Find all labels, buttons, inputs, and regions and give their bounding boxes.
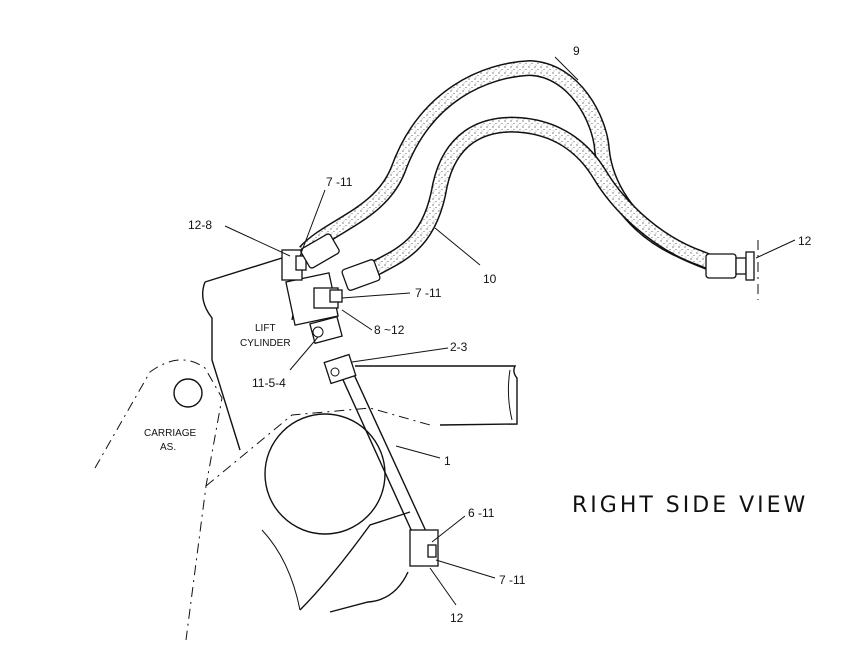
upper-fittings <box>281 249 343 345</box>
callout-9: 9 <box>573 44 580 58</box>
carriage-label-line2: AS. <box>160 442 176 453</box>
callout-6-11: 6 -11 <box>468 506 495 520</box>
hose-10 <box>341 116 721 291</box>
callout-7-11-bottom: 7 -11 <box>499 573 526 587</box>
hose-10-end-fitting <box>341 259 381 291</box>
carriage-assembly <box>94 359 431 641</box>
callout-11-5-4: 11-5-4 <box>252 376 286 390</box>
callout-10: 10 <box>483 272 497 286</box>
right-hose-ferrule <box>705 253 737 279</box>
lift-cylinder-label-line2: CYLINDER <box>240 338 291 349</box>
callout-12-8: 12-8 <box>188 218 212 232</box>
mast-frame <box>202 257 518 613</box>
leader-lines <box>224 56 796 606</box>
callout-8-12: 8 ~12 <box>374 323 405 337</box>
bottom-fitting-block <box>409 529 439 567</box>
callout-1: 1 <box>444 454 451 468</box>
callout-7-11-top: 7 -11 <box>326 175 353 189</box>
lift-cylinder-label-line1: LIFT <box>255 323 276 334</box>
callout-12-bottom: 12 <box>450 611 464 625</box>
view-title: RIGHT SIDE VIEW <box>572 493 808 518</box>
callout-12-right: 12 <box>798 234 812 248</box>
carriage-pivot-hole <box>173 378 203 408</box>
callout-7-11-mid: 7 -11 <box>415 286 442 300</box>
carriage-label-line1: CARRIAGE <box>144 428 197 439</box>
hose-9-end-fitting <box>300 233 340 269</box>
callout-2-3: 2-3 <box>450 340 468 354</box>
adapter-2-3 <box>323 353 357 385</box>
right-end-fitting <box>705 240 759 300</box>
rigid-tube <box>323 353 439 567</box>
